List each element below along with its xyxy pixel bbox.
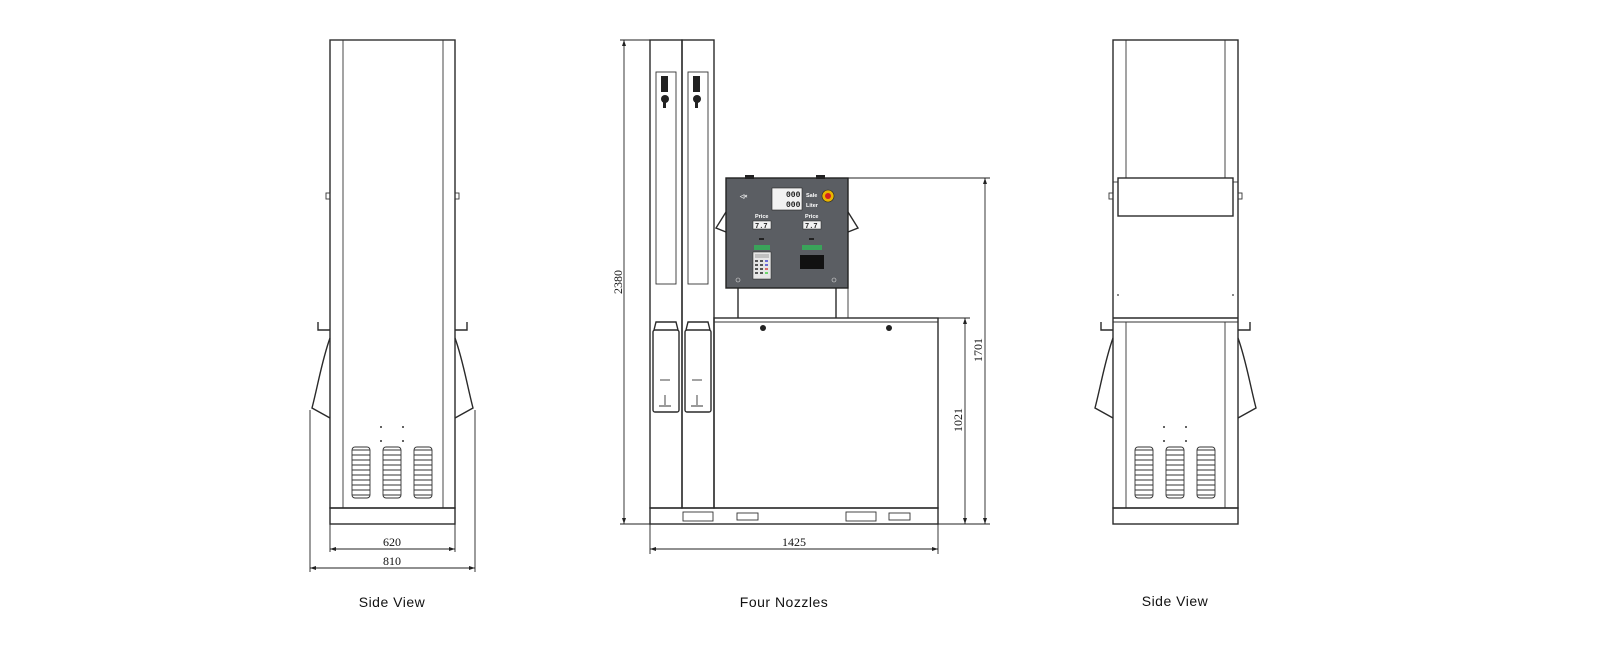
side-base [1112,507,1239,525]
keypad-icon [752,251,772,280]
right-side-view: Side View [1094,39,1257,609]
left-side-view: 620 810 Side View [309,39,476,610]
price-right-digits: 7.7 [805,223,818,231]
price-left-digits: 7.7 [755,223,768,231]
cabinet-height-label: 1021 [951,408,965,432]
right-caption: Side View [1142,593,1209,609]
cabinet [713,317,939,509]
center-caption: Four Nozzles [740,594,828,610]
head-box [1117,177,1234,217]
price-left-label: Price [755,214,768,220]
sale-label: Sale [806,193,817,199]
display-panel: ◁× 000 000 Sale Liter Price 7.7 Price 7.… [725,175,849,289]
nozzle-column-1 [649,39,683,509]
vent-grille [1134,446,1216,499]
left-dimension-lines [309,410,476,572]
hose-hanger-icon [693,76,701,108]
panel-height-label: 1701 [971,338,985,362]
right-nozzle-holder [454,322,474,419]
speaker-icon: ◁× [739,193,747,200]
nozzle-column-2 [681,39,715,509]
right-nozzle-holder [1237,322,1257,419]
total-height-label: 2380 [611,270,625,294]
left-caption: Side View [359,594,426,610]
body-width-label: 620 [383,535,401,549]
base [649,507,939,525]
liter-label: Liter [806,203,819,209]
base-width-label: 810 [383,554,401,568]
left-nozzle-holder [1094,322,1114,419]
total-width-label: 1425 [782,535,806,549]
vent-grille [351,446,433,499]
front-view: ◁× 000 000 Sale Liter Price 7.7 Price 7.… [611,39,990,610]
price-right-label: Price [805,214,818,220]
hose-hanger-icon [661,76,669,108]
sale-digits: 000 [786,191,801,200]
side-body-outline [329,39,456,509]
side-base [329,507,456,525]
front-dimension-lines [620,39,990,554]
nozzle-boot [684,321,712,413]
side-body-outline [1112,39,1239,509]
liter-digits: 000 [786,201,801,210]
card-reader [800,255,824,269]
nozzle-boot [652,321,680,413]
main-lcd [771,187,803,211]
left-nozzle-holder [311,322,331,419]
